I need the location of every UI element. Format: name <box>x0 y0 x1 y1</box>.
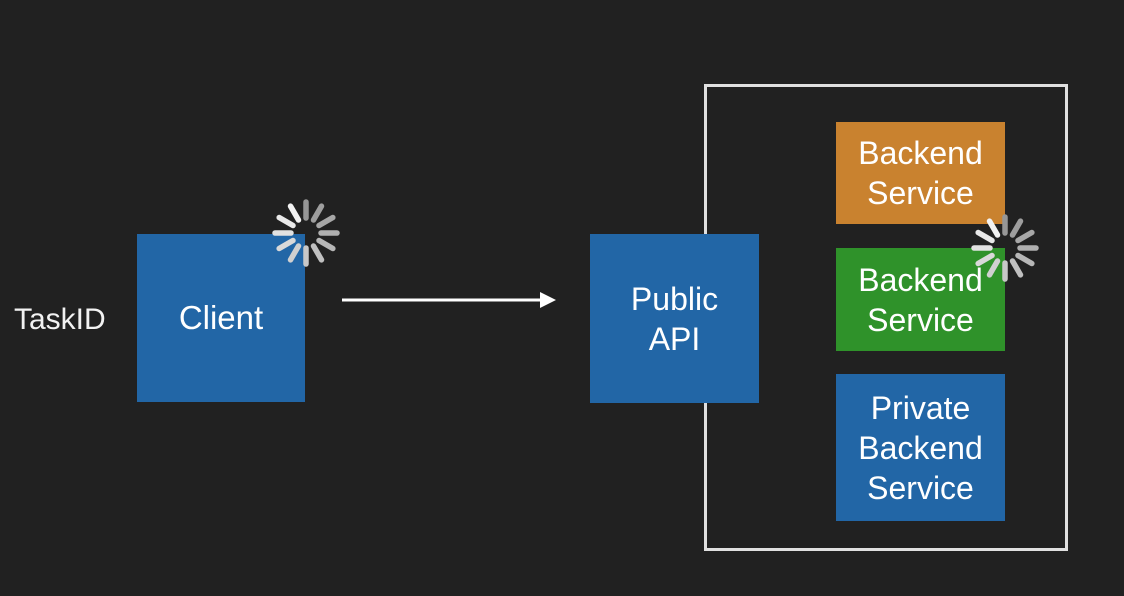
spinner-spoke <box>287 243 302 263</box>
client-label: Client <box>178 299 264 336</box>
backend-service-2-line-2: Service <box>867 301 974 338</box>
private-backend-service-node: Private Backend Service <box>836 374 1005 521</box>
public-api-line-1: Public <box>630 280 719 317</box>
backend-service-2-line-1: Backend <box>858 261 983 298</box>
spinner-spoke <box>310 243 325 263</box>
client-node: Client <box>137 234 305 402</box>
spinner-spoke <box>986 218 1001 238</box>
loading-spinner-icon <box>971 214 1039 282</box>
loading-spinner-icon <box>272 199 340 267</box>
arrow-head <box>540 292 556 308</box>
backend-service-1-line-1: Backend <box>858 135 983 171</box>
spinner-spoke <box>1015 229 1035 244</box>
request-arrow <box>342 292 556 308</box>
public-api-line-2: API <box>648 320 701 357</box>
spinner-spoke <box>1009 218 1024 238</box>
spinner-spoke <box>310 203 325 223</box>
private-service-line-3: Service <box>867 469 974 506</box>
spinner-spoke <box>276 214 296 229</box>
backend-service-1-line-2: Service <box>867 175 974 211</box>
spinner-spoke <box>1015 252 1035 267</box>
spinner-spoke <box>975 252 995 267</box>
task-id-label: TaskID <box>14 303 106 336</box>
spinner-spoke <box>316 237 336 252</box>
spinner-spoke <box>276 237 296 252</box>
spinner-spoke <box>975 229 995 244</box>
private-service-line-2: Backend <box>858 429 983 466</box>
spinner-spoke <box>287 203 302 223</box>
private-service-line-1: Private <box>870 389 971 426</box>
spinner-spoke <box>986 258 1001 278</box>
spinner-spoke <box>316 214 336 229</box>
backend-service-node-1: Backend Service <box>836 122 1005 224</box>
spinner-spoke <box>1009 258 1024 278</box>
public-api-node: Public API <box>590 234 759 403</box>
backend-service-node-2: Backend Service <box>836 248 1005 351</box>
